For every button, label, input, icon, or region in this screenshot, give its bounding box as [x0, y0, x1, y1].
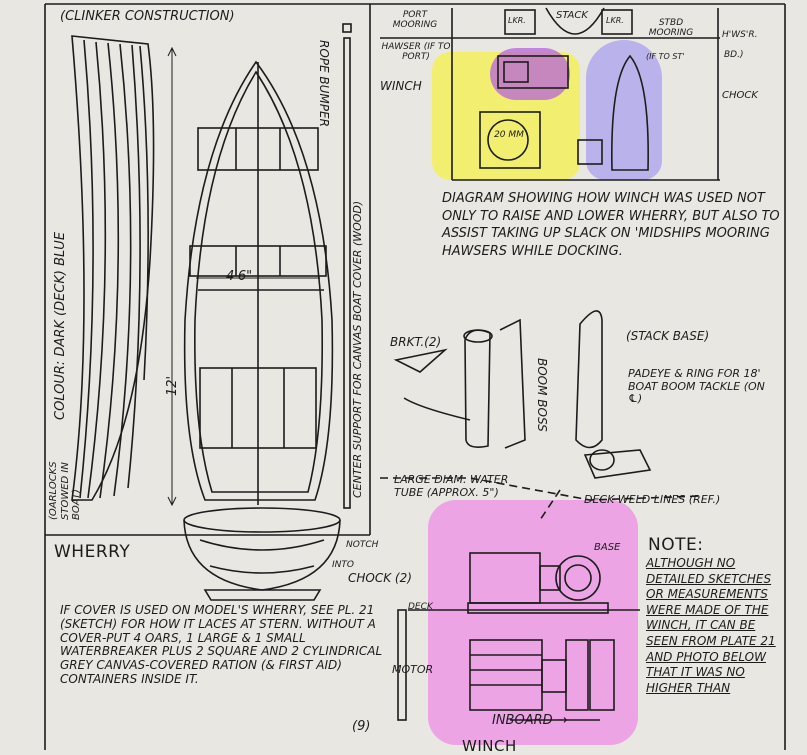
center-support-label: CENTER SUPPORT FOR CANVAS BOAT COVER (WO…: [351, 200, 364, 498]
water-tube-label: LARGE DIAM. WATER TUBE (APPROX. 5"): [394, 473, 509, 499]
colour-label: COLOUR: DARK (DECK) BLUE: [53, 231, 68, 420]
oarlocks-label: (OARLOCKS STOWED IN BOAT): [48, 461, 82, 520]
stack-label: STACK: [556, 10, 588, 21]
note-body: ALTHOUGH NO DETAILED SKETCHES OR MEASURE…: [646, 556, 776, 695]
diagram-caption: DIAGRAM SHOWING HOW WINCH WAS USED NOT O…: [442, 191, 780, 259]
notch-label: NOTCH: [346, 540, 379, 550]
20mm-label: 20 mm: [494, 130, 524, 140]
beam-dimension: 4'6": [226, 269, 253, 284]
wherry-title: WHERRY: [54, 542, 131, 562]
deck-label: DECK: [408, 602, 433, 612]
bd-label: BD.): [724, 50, 744, 60]
rope-bumper-label: ROPE BUMPER: [317, 40, 331, 127]
into-label: INTO: [332, 560, 354, 570]
cover-note: IF COVER IS USED ON MODEL'S WHERRY, SEE …: [60, 603, 383, 686]
purple-highlight-bow: [586, 40, 662, 180]
locker-label-1: LKR.: [508, 16, 526, 25]
chock-label: CHOCK: [722, 90, 758, 101]
hawser-label: HAWSER (IF TO PORT): [381, 42, 451, 63]
base-label: BASE: [594, 542, 621, 553]
stack-base-label: (STACK BASE): [626, 329, 710, 343]
inboard-label: INBOARD →: [492, 713, 568, 728]
chock2-label: CHOCK (2): [348, 571, 412, 585]
padeye-label: PADEYE & RING FOR 18' BOAT BOOM TACKLE (…: [628, 367, 765, 406]
length-dimension: 12': [165, 375, 180, 396]
winch-bottom-title: WINCH: [462, 737, 517, 755]
if-to-stbd-label: (IF TO ST': [646, 52, 685, 61]
winch-label: WINCH: [380, 79, 422, 93]
port-mooring-label: PORT MOORING: [392, 10, 438, 31]
motor-label: MOTOR: [392, 663, 434, 676]
stbd-mooring-label: STBD MOORING: [648, 18, 694, 39]
figure-number: (9): [352, 719, 371, 734]
deck-weld-label: DECK WELD LINES (REF.): [584, 493, 721, 506]
note-title: NOTE:: [648, 535, 704, 555]
bracket-label: BRKT.(2): [390, 335, 442, 349]
boom-boss-label: BOOM BOSS: [535, 358, 549, 432]
pink-highlight-winch: [428, 500, 638, 745]
hawser-stbd-label: H'WS'R.: [722, 30, 758, 40]
clinker-label: (CLINKER CONSTRUCTION): [60, 9, 235, 24]
locker-label-2: LKR.: [606, 16, 624, 25]
